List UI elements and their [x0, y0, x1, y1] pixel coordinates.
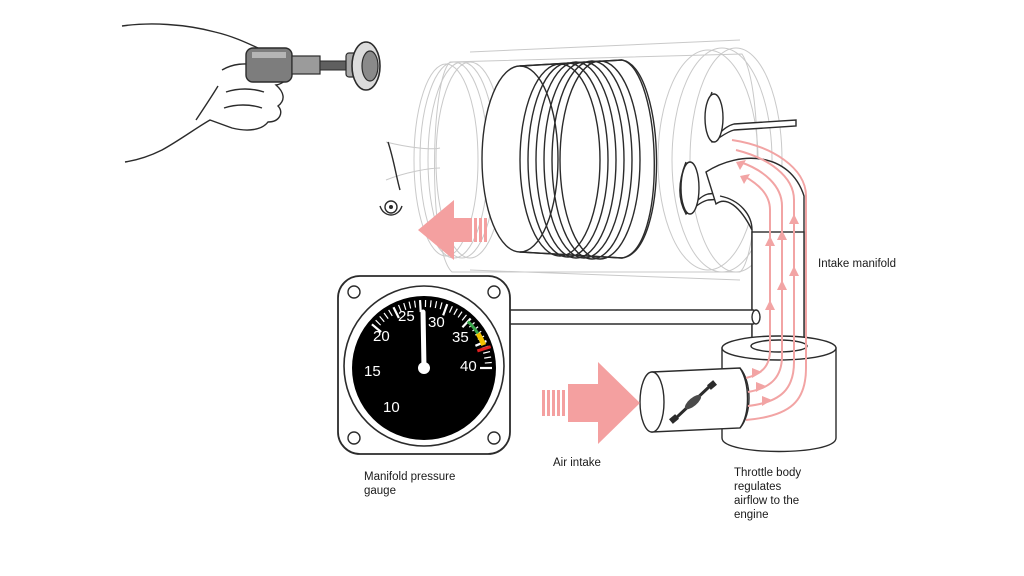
engine-cylinder: [413, 39, 783, 281]
airflow-lines: [731, 139, 807, 421]
gauge-yellow-band: [475, 332, 487, 347]
gauge-tick: [484, 356, 492, 359]
throttle-body-label-line-2: regulates: [734, 481, 782, 493]
manifold-gauge-label-line-1: Manifold pressure: [364, 471, 455, 483]
gauge-tick: [418, 300, 422, 313]
gauge-tick: [429, 300, 432, 308]
pressure-line: [504, 309, 761, 325]
gauge-tick-label-35: 35: [452, 329, 469, 346]
air-intake-arrow: [542, 362, 640, 444]
gauge-tick-label-20: 20: [373, 328, 390, 345]
gauge-tick-label-40: 40: [460, 358, 477, 375]
gauge-color-bands: [466, 320, 492, 353]
throttle-body-label-line-4: engine: [734, 509, 769, 521]
gauge-tick: [408, 301, 412, 309]
gauge-tick-label-10: 10: [383, 399, 400, 416]
gauge-tick: [413, 300, 417, 308]
gauge-tick: [442, 303, 449, 316]
gauge-tick: [403, 302, 407, 310]
gauge-needle-hub: [418, 362, 430, 374]
gauge-green-band: [466, 320, 480, 335]
gauge-tick: [448, 305, 453, 313]
gauge-tick: [379, 316, 385, 323]
gauge-tick: [397, 304, 402, 312]
hand-on-throttle-illustration: [121, 23, 291, 163]
gauge-needle: [420, 309, 427, 371]
gauge-redline: [476, 345, 492, 353]
air-intake-tube: [639, 367, 750, 433]
gauge-tick: [483, 350, 491, 354]
gauge-tick: [434, 301, 438, 309]
connecting-rod-outline: [379, 141, 441, 216]
throttle-body-label-line-1: Throttle body: [734, 467, 801, 479]
throttle-body-label-line-3: airflow to the: [734, 495, 799, 507]
gauge-tick: [371, 323, 382, 333]
gauge-tick: [461, 317, 472, 329]
intake-manifold-label: Intake manifold: [818, 258, 896, 270]
gauge-tick-label-25: 25: [398, 308, 415, 325]
gauge-tick-label-30: 30: [428, 314, 445, 331]
gauge-tick: [383, 312, 389, 320]
gauge-tick: [453, 308, 458, 316]
throttle-knob: [245, 41, 381, 91]
throttle-body: [721, 335, 837, 453]
gauge-tick: [392, 306, 400, 319]
gauge-tick: [388, 309, 393, 317]
manifold-gauge-label-line-2: gauge: [364, 485, 396, 497]
gauge-tick: [461, 314, 467, 321]
gauge-tick: [439, 302, 443, 310]
gauge-tick-label-15: 15: [364, 363, 381, 380]
air-intake-label: Air intake: [553, 457, 601, 469]
exhaust-direction-arrow: [418, 200, 487, 260]
gauge-tick: [457, 311, 463, 318]
manifold-pressure-gauge: 10 15 20 25 30 35 40: [337, 275, 511, 455]
intake-valves: [679, 91, 797, 216]
gauge-tick: [484, 361, 492, 364]
throttle-plate: [669, 380, 717, 424]
gauge-tick: [375, 319, 382, 326]
intake-manifold-pipe: [705, 157, 805, 349]
